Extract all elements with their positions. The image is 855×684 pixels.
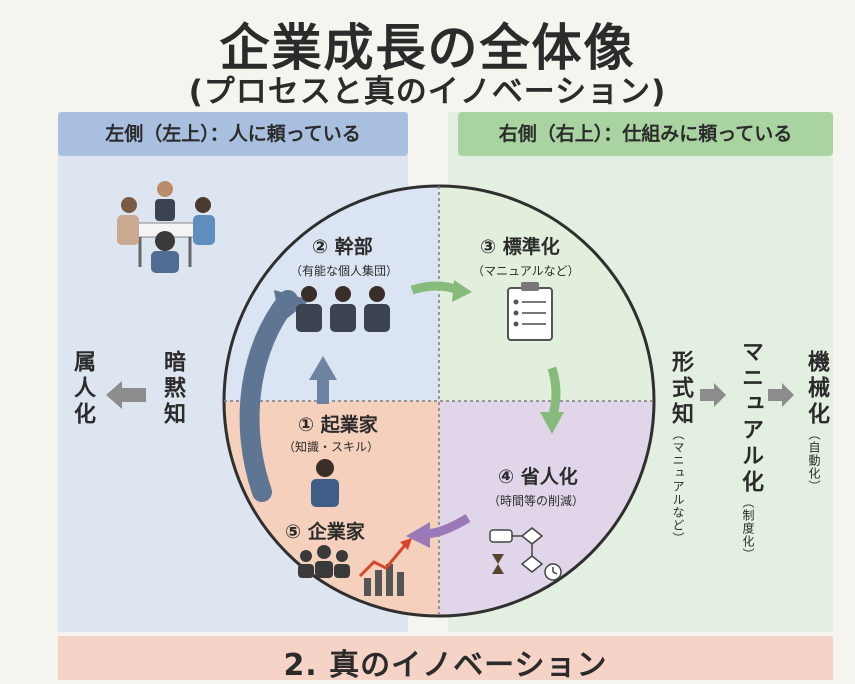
growth-chart-icon <box>358 538 412 596</box>
growth-cycle-diagram <box>222 184 656 618</box>
q2-subtitle: （有能な個人集団） <box>290 264 399 278</box>
q4-subtitle: （時間等の削減） <box>488 494 585 508</box>
q3-title: ③ 標準化 <box>480 236 560 258</box>
page-title: 企業成長の全体像 <box>219 19 636 77</box>
up-arrow-shaft <box>317 378 329 404</box>
arrow-3-to-4 <box>547 366 561 420</box>
entrepreneur-icon <box>311 459 339 507</box>
arrow-3-to-4-head <box>540 412 564 434</box>
explicit-knowledge-column: 形式知 （マニュアルなど） <box>664 350 693 545</box>
q2-title: ② 幹部 <box>312 236 373 258</box>
executives-icon <box>296 286 390 332</box>
q1-subtitle: （知識・スキル） <box>283 440 380 454</box>
large-cycle-arrowhead <box>274 290 310 324</box>
up-arrow-head <box>309 356 337 380</box>
left-header: 左側（左上）：人に頼っている <box>58 112 408 156</box>
quadrant-top-right <box>439 186 654 401</box>
mechanization-label: 機械化 <box>804 350 829 428</box>
q4-title: ④ 省人化 <box>498 466 578 488</box>
flowchart-icon <box>489 527 562 581</box>
right-header: 右側（右上）：仕組みに頼っている <box>458 112 833 156</box>
arrow-4-to-5-head <box>406 522 430 548</box>
bottom-band <box>58 636 833 680</box>
q1-title: ① 起業家 <box>298 414 378 436</box>
manualization-label: マニュアル化 <box>738 340 763 496</box>
q3-subtitle: （マニュアルなど） <box>472 264 580 278</box>
explicit-knowledge-note: （マニュアルなど） <box>671 428 685 545</box>
manualization-note: （制度化） <box>741 496 755 561</box>
quadrant-bottom-right <box>439 401 654 616</box>
right-arrow-icon-2 <box>768 383 794 407</box>
right-arrow-icon-1 <box>700 383 726 407</box>
clipboard-icon <box>507 282 553 341</box>
manualization-column: マニュアル化 （制度化） <box>734 340 763 561</box>
q5-title: ⑤ 企業家 <box>285 521 365 543</box>
arrow-2-to-3-head <box>452 280 472 302</box>
meeting-icon <box>117 181 215 273</box>
bottom-label: 2. 真のイノベーション <box>283 648 608 683</box>
explicit-knowledge-label: 形式知 <box>668 350 693 428</box>
large-cycle-arrow <box>239 290 298 502</box>
team-icon <box>298 545 350 578</box>
left-arrow-icon <box>106 381 146 409</box>
tacit-knowledge-label: 暗黙知 <box>160 350 185 428</box>
page-subtitle: (プロセスと真のイノベーション) <box>188 74 667 110</box>
mechanization-note: （自動化） <box>807 428 821 493</box>
personalization-label: 属人化 <box>70 350 95 428</box>
mechanization-column: 機械化 （自動化） <box>800 350 829 493</box>
arrow-2-to-3 <box>410 281 460 295</box>
